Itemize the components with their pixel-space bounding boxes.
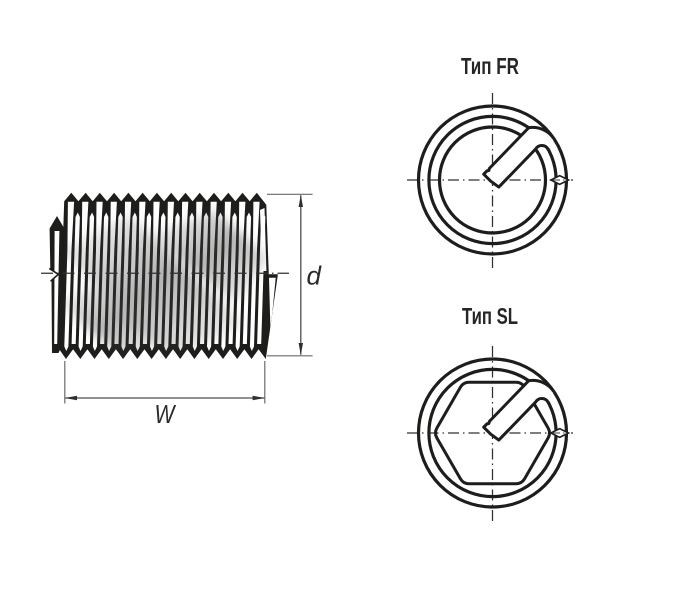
svg-text:W: W: [155, 399, 177, 429]
svg-text:Тип FR: Тип FR: [461, 53, 519, 79]
svg-text:Тип SL: Тип SL: [462, 303, 518, 329]
svg-text:d: d: [307, 261, 323, 291]
